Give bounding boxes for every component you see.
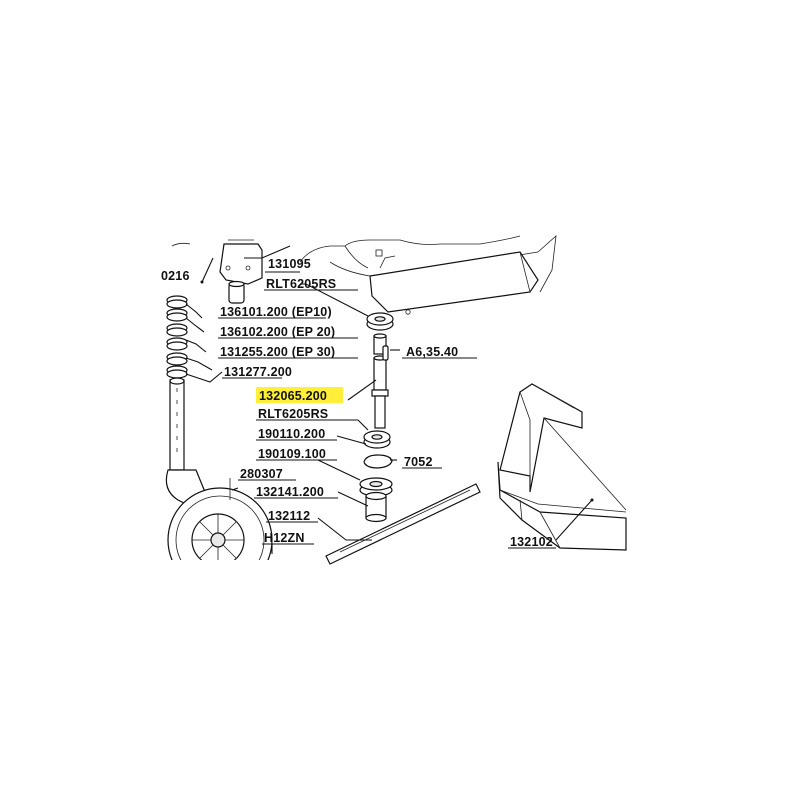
label-rlt6205rs-bottom: RLT6205RS (258, 407, 328, 421)
label-132065-200[interactable]: 132065.200 (259, 389, 327, 403)
highlight-132065-200 (256, 387, 343, 403)
label-0216-partial: 0216 (161, 269, 190, 283)
cutting-blade (325, 483, 481, 565)
washer-stack (166, 295, 188, 379)
label-190110-200: 190110.200 (258, 427, 325, 441)
blade-guard (497, 383, 627, 551)
label-132102: 132102 (510, 535, 553, 549)
label-132141-200: 132141.200 (256, 485, 324, 499)
spindle-assembly (359, 312, 394, 539)
label-136101-200: 136101.200 (EP10) (220, 305, 332, 319)
label-131277-200: 131277.200 (224, 365, 292, 379)
label-190109-100: 190109.100 (258, 447, 326, 461)
pivot-bracket (171, 239, 263, 304)
label-136102-200: 136102.200 (EP 20) (220, 325, 335, 339)
label-7052: 7052 (404, 455, 433, 469)
key-pin (382, 345, 389, 361)
label-131095: 131095 (268, 257, 311, 271)
label-h12zn: H12ZN (264, 531, 305, 545)
label-131255-200: 131255.200 (EP 30) (220, 345, 335, 359)
label-132112: 132112 (268, 509, 310, 523)
label-a6-35-40: A6,35.40 (406, 345, 458, 359)
label-280307: 280307 (240, 467, 283, 481)
label-rlt6205rs-top: RLT6205RS (266, 277, 336, 291)
height-adjust-column (169, 377, 185, 471)
part-labels: 0216 131095 RLT6205RS 136101.200 (EP10) … (161, 257, 553, 549)
mower-deck-housing (299, 235, 557, 315)
